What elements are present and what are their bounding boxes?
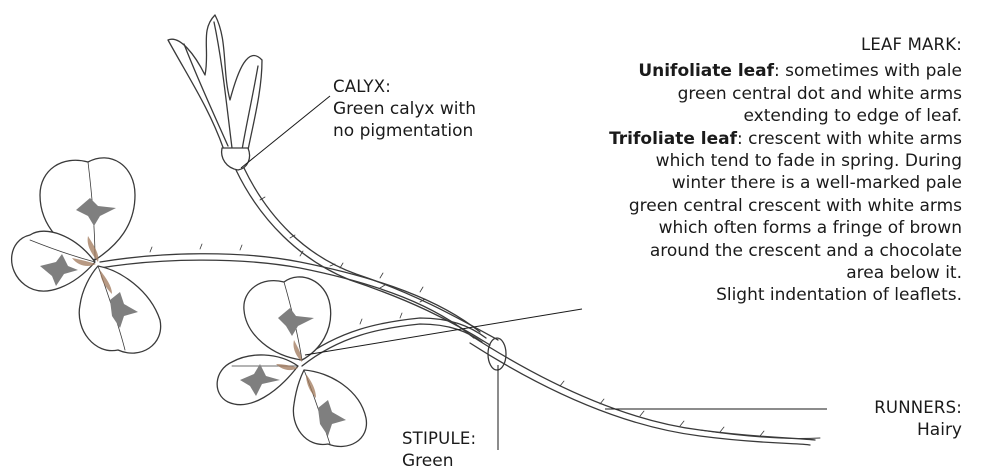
leaf-mark-label: LEAF MARK: Unifoliate leaf: sometimes wi… — [609, 34, 962, 307]
stipule-text: Green — [402, 450, 476, 472]
calyx-line-1: Green calyx with — [333, 98, 476, 120]
unifoliate-line-3: extending to edge of leaf. — [609, 105, 962, 127]
trifoliate-line-1: Trifoliate leaf: crescent with white arm… — [609, 128, 962, 150]
leaf-mark-heading: LEAF MARK: — [609, 34, 962, 56]
calyx-line-2: no pigmentation — [333, 120, 476, 142]
stipule-heading: STIPULE: — [402, 428, 476, 450]
runners-label: RUNNERS: Hairy — [838, 397, 962, 441]
runners-text: Hairy — [838, 419, 962, 441]
trifoliate-line-6: around the crescent and a chocolate — [609, 240, 962, 262]
lower-trifoliate-leaf — [217, 277, 366, 447]
trifoliate-line-2: which tend to fade in spring. During — [609, 150, 962, 172]
unifoliate-line-2: green central dot and white arms — [609, 83, 962, 105]
stipule-node — [488, 338, 506, 370]
leaf-mark-leader — [305, 309, 582, 355]
trifoliate-term: Trifoliate leaf — [609, 129, 737, 149]
calyx-heading: CALYX: — [333, 76, 476, 98]
trifoliate-line-7: area below it. — [609, 262, 962, 284]
left-trifoliate-leaf — [12, 158, 161, 353]
unifoliate-term: Unifoliate leaf — [638, 61, 774, 81]
unifoliate-line-1: Unifoliate leaf: sometimes with pale — [609, 60, 962, 82]
trifoliate-line-8: Slight indentation of leaflets. — [609, 284, 962, 306]
calyx-flower — [168, 15, 262, 170]
trifoliate-line-5: which often forms a fringe of brown — [609, 217, 962, 239]
trifoliate-line-3: winter there is a well-marked pale — [609, 172, 962, 194]
calyx-label: CALYX: Green calyx with no pigmentation — [333, 76, 476, 142]
trifoliate-line-4: green central crescent with white arms — [609, 195, 962, 217]
stipule-label: STIPULE: Green — [402, 428, 476, 472]
runners-heading: RUNNERS: — [838, 397, 962, 419]
